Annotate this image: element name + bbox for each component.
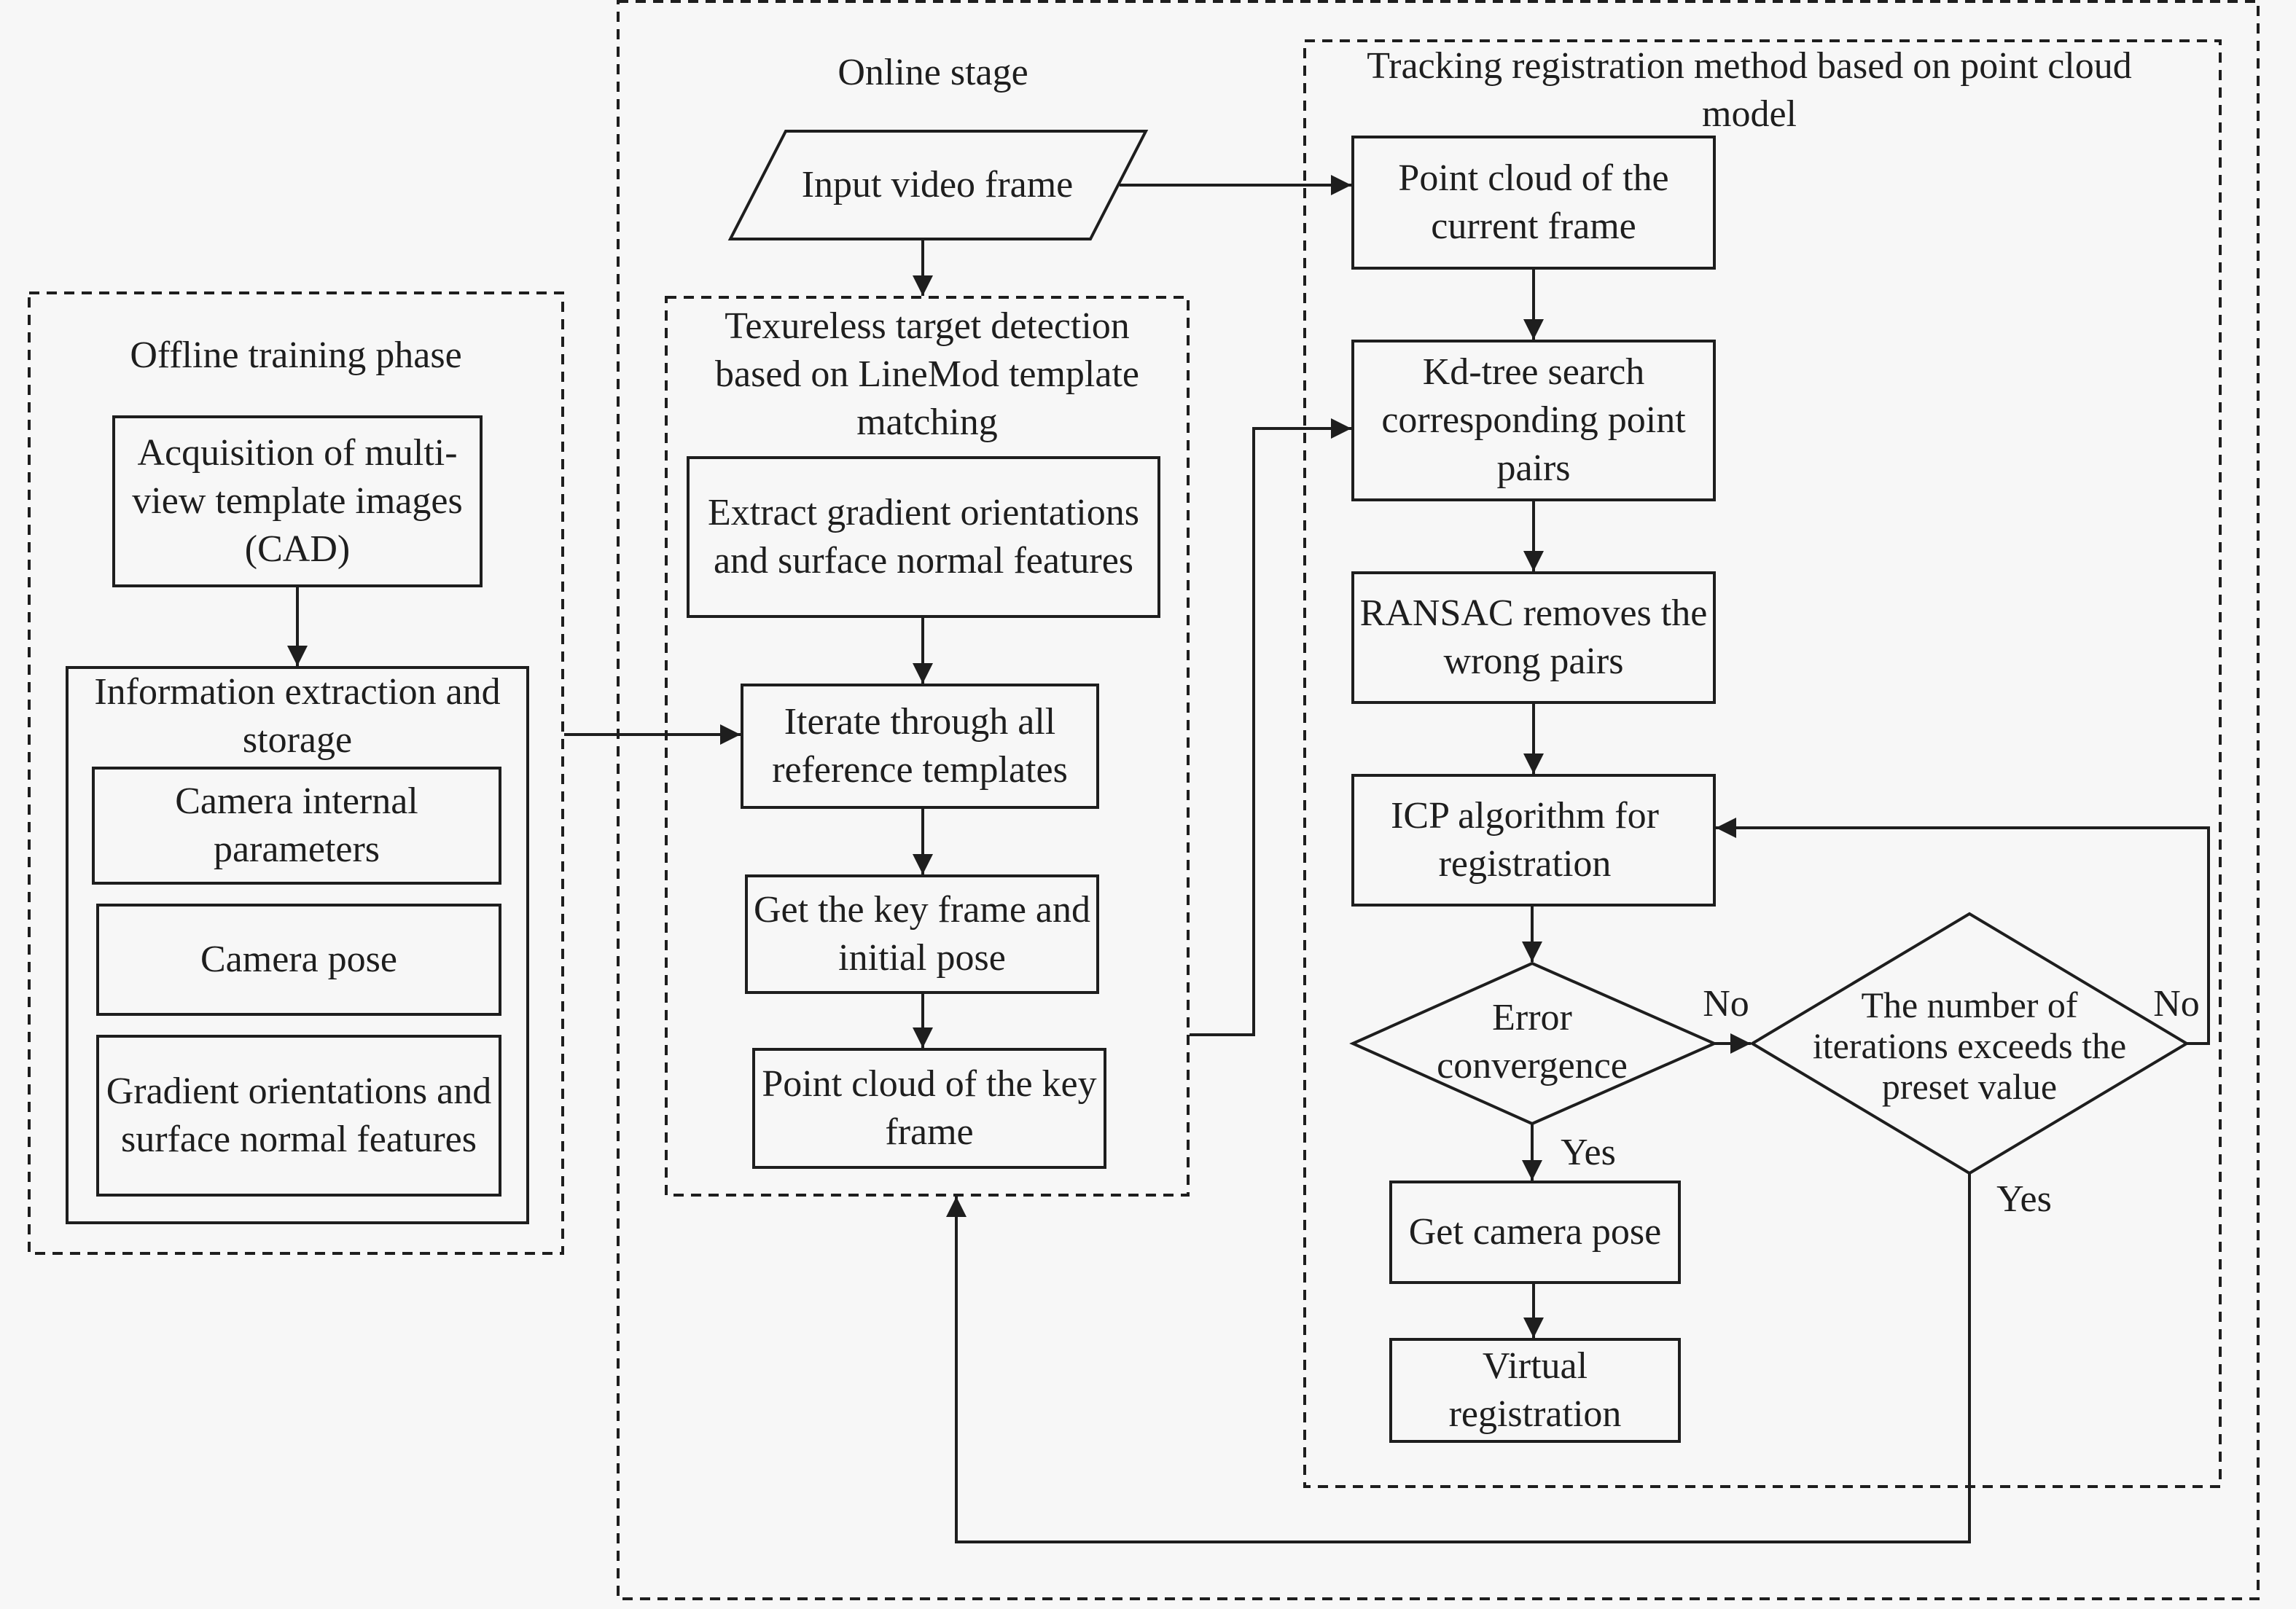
current-cloud-label: Point cloud of the current frame [1398,157,1669,247]
ransac-label: RANSAC removes the wrong pairs [1359,592,1708,682]
info-extraction-box [66,666,529,1224]
kdtree-label: Kd-tree search corresponding point pairs [1381,351,1686,489]
arrow-detection-to-kdtree [1190,418,1351,1036]
icp-label: ICP algorithm for registration [1391,795,1659,885]
tracking-region [1303,39,2222,1488]
info-extraction-title: Information extraction and storage [94,671,501,761]
edge-label-yes-error: Yes [1561,1132,1616,1173]
extract-features-box [687,456,1160,618]
virtual-registration-label: Virtual registration [1448,1345,1622,1435]
gradient-features-label: Gradient orientations and surface normal… [106,1070,492,1160]
camera-pose-label: Camera pose [200,939,397,980]
input-video-parallelogram [727,130,1149,240]
textureless-region [665,296,1190,1197]
key-frame-cloud-box [752,1048,1106,1169]
arrow-iterations-no-to-icp [1716,818,2210,1045]
online-region [617,0,2260,1600]
ransac-box [1351,571,1716,704]
iterations-exceed-label: The number of iterations exceeds the pre… [1812,984,2127,1107]
gradient-features-box [96,1035,501,1197]
offline-region-title: Offline training phase [130,334,462,376]
camera-pose-result-box [1389,1181,1681,1284]
edge-label-no-iterations: No [2153,983,2200,1025]
kdtree-box [1351,340,1716,501]
camera-internal-box [92,767,501,885]
camera-internal-label: Camera internal parameters [175,780,418,870]
virtual-registration-box [1389,1338,1681,1443]
iterate-templates-box [741,684,1099,809]
edge-label-no-error: No [1703,983,1749,1025]
online-region-title: Online stage [837,52,1028,93]
arrow-iterations-yes-to-detection [946,1173,1971,1543]
iterate-templates-label: Iterate through all reference templates [772,701,1068,791]
extract-features-label: Extract gradient orientations and surfac… [707,492,1139,582]
camera-pose-result-label: Get camera pose [1408,1211,1662,1253]
key-frame-box [745,874,1099,994]
current-cloud-box [1351,136,1716,270]
acquisition-label: Acquisition of multi-view template image… [132,432,463,570]
acquisition-box [112,415,483,587]
edge-label-yes-iterations: Yes [1996,1178,2052,1220]
tracking-region-title: Tracking registration method based on po… [1367,45,2132,135]
icp-box [1351,774,1716,907]
input-video-label: Input video frame [801,164,1074,205]
key-frame-cloud-label: Point cloud of the key frame [762,1063,1097,1153]
error-convergence-label: Error convergence [1437,997,1628,1087]
camera-pose-box [96,904,501,1016]
textureless-region-title: Texureless target detection based on Lin… [715,305,1139,443]
offline-region [28,291,564,1255]
key-frame-label: Get the key frame and initial pose [753,889,1090,979]
